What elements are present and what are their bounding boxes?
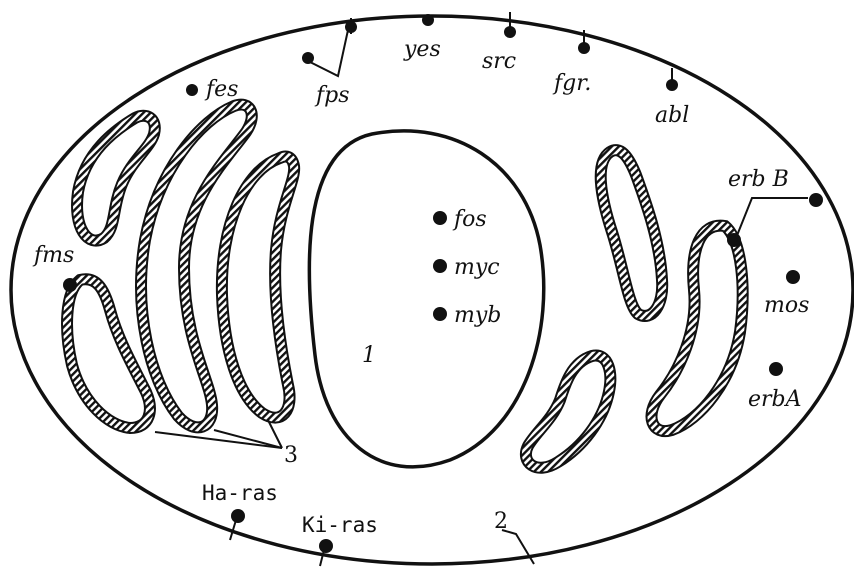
label-erbB: erb B <box>728 167 789 192</box>
marker-dot <box>504 26 516 38</box>
label-mos: mos <box>764 293 809 318</box>
marker-dot <box>186 84 198 96</box>
label-myb: myb <box>454 303 501 328</box>
reticulum-left <box>67 105 294 428</box>
label-fms: fms <box>32 243 74 268</box>
marker-dot <box>666 79 678 91</box>
region-number-reticulum: 3 <box>284 443 298 468</box>
nucleus <box>309 131 543 467</box>
label-src: src <box>482 49 516 74</box>
marker-dot <box>769 362 783 376</box>
marker-dot <box>319 539 333 553</box>
marker-dot <box>231 509 245 523</box>
marker-dot <box>433 211 447 225</box>
label-fos: fos <box>452 207 487 232</box>
marker-dot <box>63 278 77 292</box>
label-fps: fps <box>314 83 350 108</box>
region-number-nucleus: 1 <box>362 343 376 368</box>
label-fes: fes <box>204 77 238 102</box>
region-number-membrane: 2 <box>494 509 508 534</box>
marker-dot <box>433 259 447 273</box>
marker-dot <box>809 193 823 207</box>
reticulum-right <box>526 150 743 468</box>
label-ki-ras: Ki-ras <box>302 513 378 537</box>
label-erbA: erbA <box>748 387 802 412</box>
label-ha-ras: Ha-ras <box>202 481 278 505</box>
label-myc: myc <box>454 255 500 280</box>
label-yes: yes <box>403 37 441 62</box>
label-fgr: fgr. <box>552 71 591 96</box>
label-abl: abl <box>655 103 689 128</box>
marker-dot <box>433 307 447 321</box>
marker-dot <box>578 42 590 54</box>
marker-dot <box>786 270 800 284</box>
marker-dot <box>422 14 434 26</box>
marker-dot <box>727 233 741 247</box>
